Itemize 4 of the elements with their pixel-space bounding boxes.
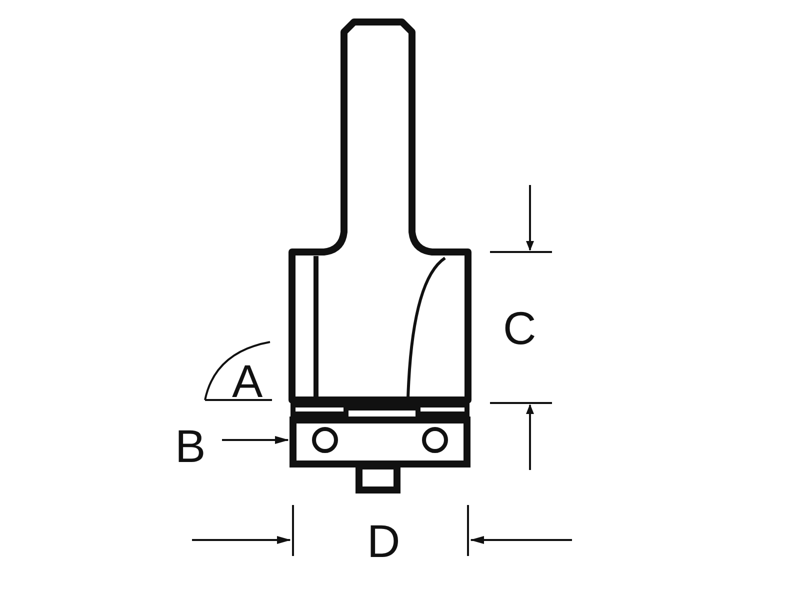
dimension-label: A xyxy=(232,358,263,404)
dimension-label: B xyxy=(175,423,206,469)
dimension-label: C xyxy=(503,305,536,351)
dimension-label: D xyxy=(367,518,400,564)
